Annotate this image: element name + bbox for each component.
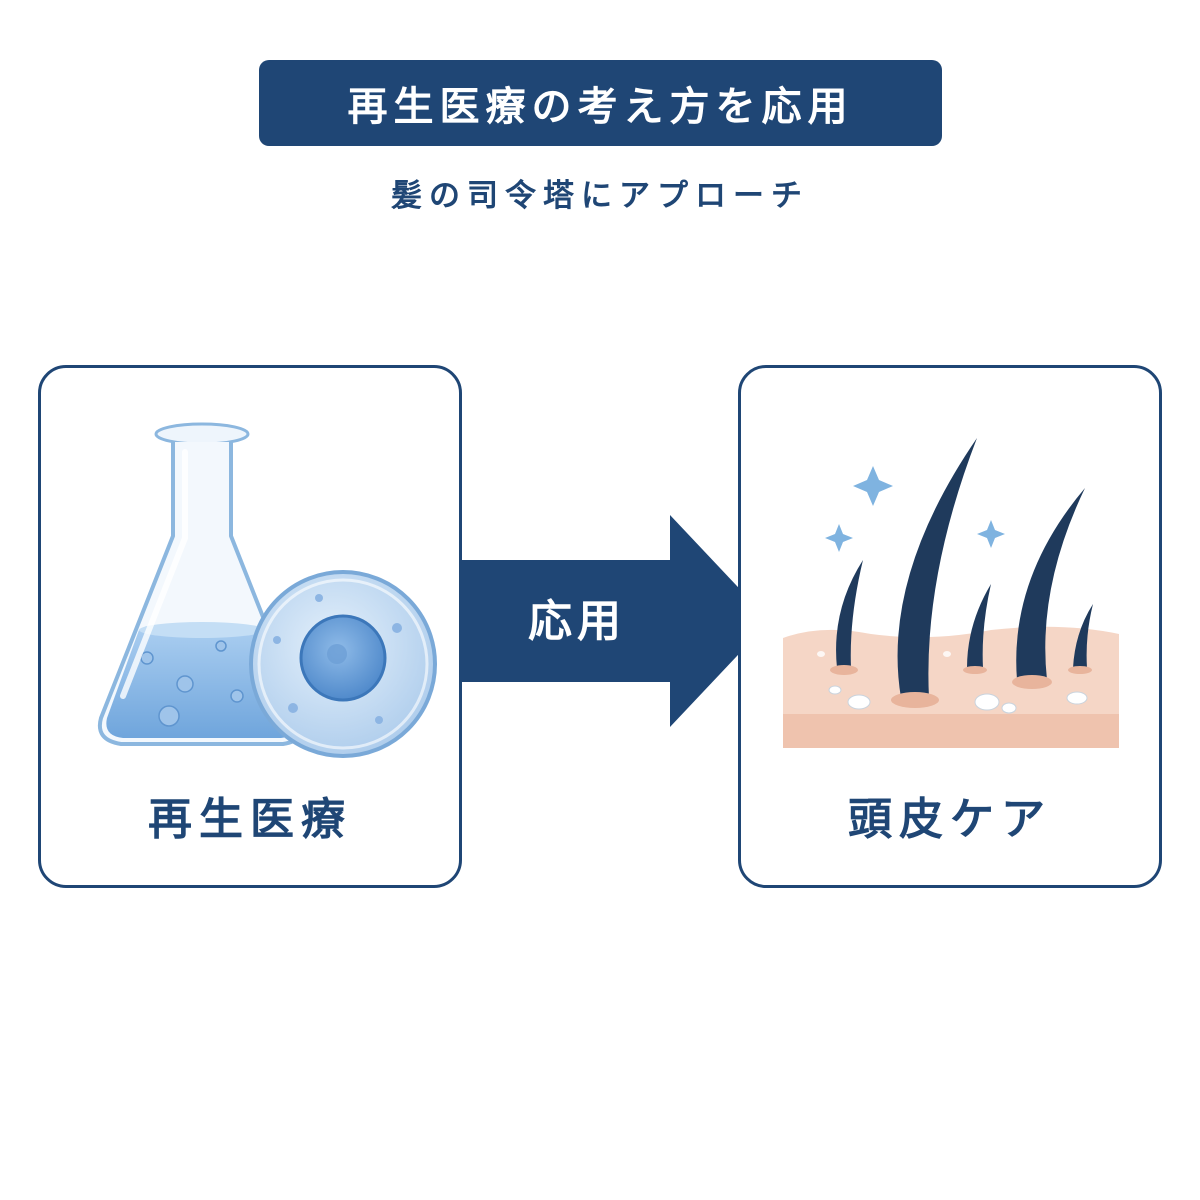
card-scalp-care: 頭皮ケア	[738, 365, 1162, 888]
card-label-regenerative-medicine: 再生医療	[148, 794, 352, 845]
title-banner: 再生医療の考え方を応用	[259, 60, 942, 146]
scalp-hair-icon	[783, 438, 1119, 748]
page-title: 再生医療の考え方を応用	[347, 84, 854, 130]
arrow-right-icon	[460, 515, 770, 727]
page-subtitle: 髪の司令塔にアプローチ	[391, 178, 809, 214]
card-label-scalp-care: 頭皮ケア	[848, 794, 1052, 845]
arrow-label: 応用	[528, 596, 626, 647]
flask-and-cell-icon	[98, 422, 437, 758]
card-regenerative-medicine: 再生医療	[38, 365, 462, 888]
